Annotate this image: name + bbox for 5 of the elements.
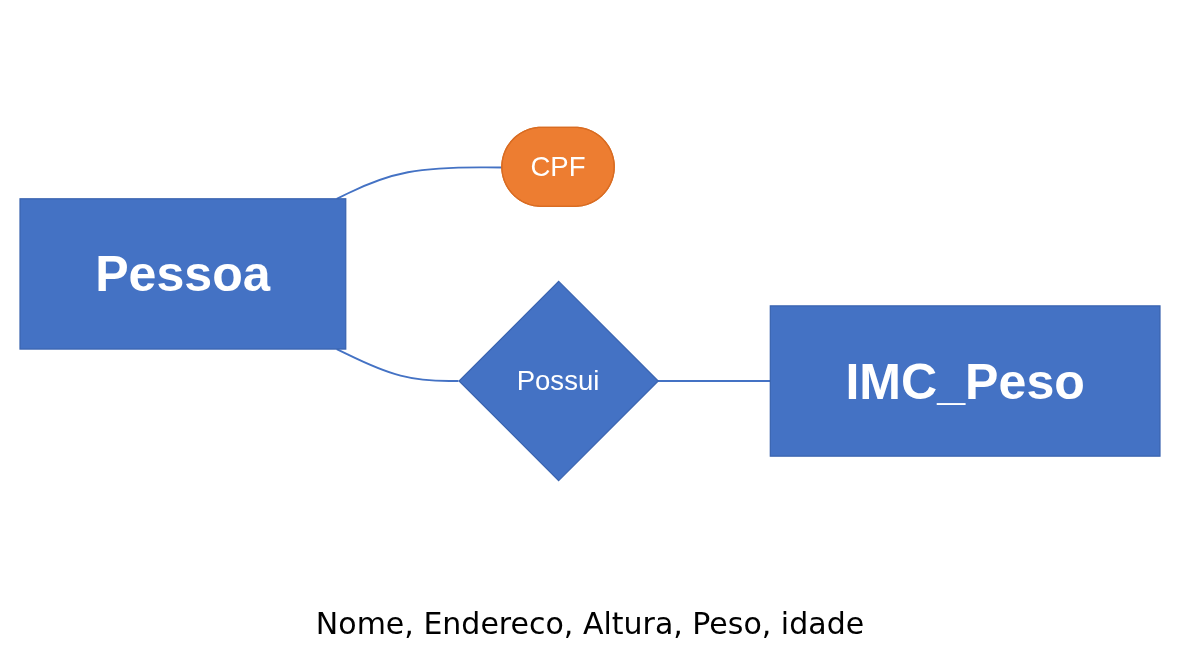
node-diamond: Possui (458, 280, 660, 482)
node-box: Pessoa (19, 198, 347, 350)
attribute-list: Nome, Endereco, Altura, Peso, idade (315, 606, 865, 641)
node-box: IMC_Peso (769, 305, 1161, 457)
connector (335, 348, 460, 382)
